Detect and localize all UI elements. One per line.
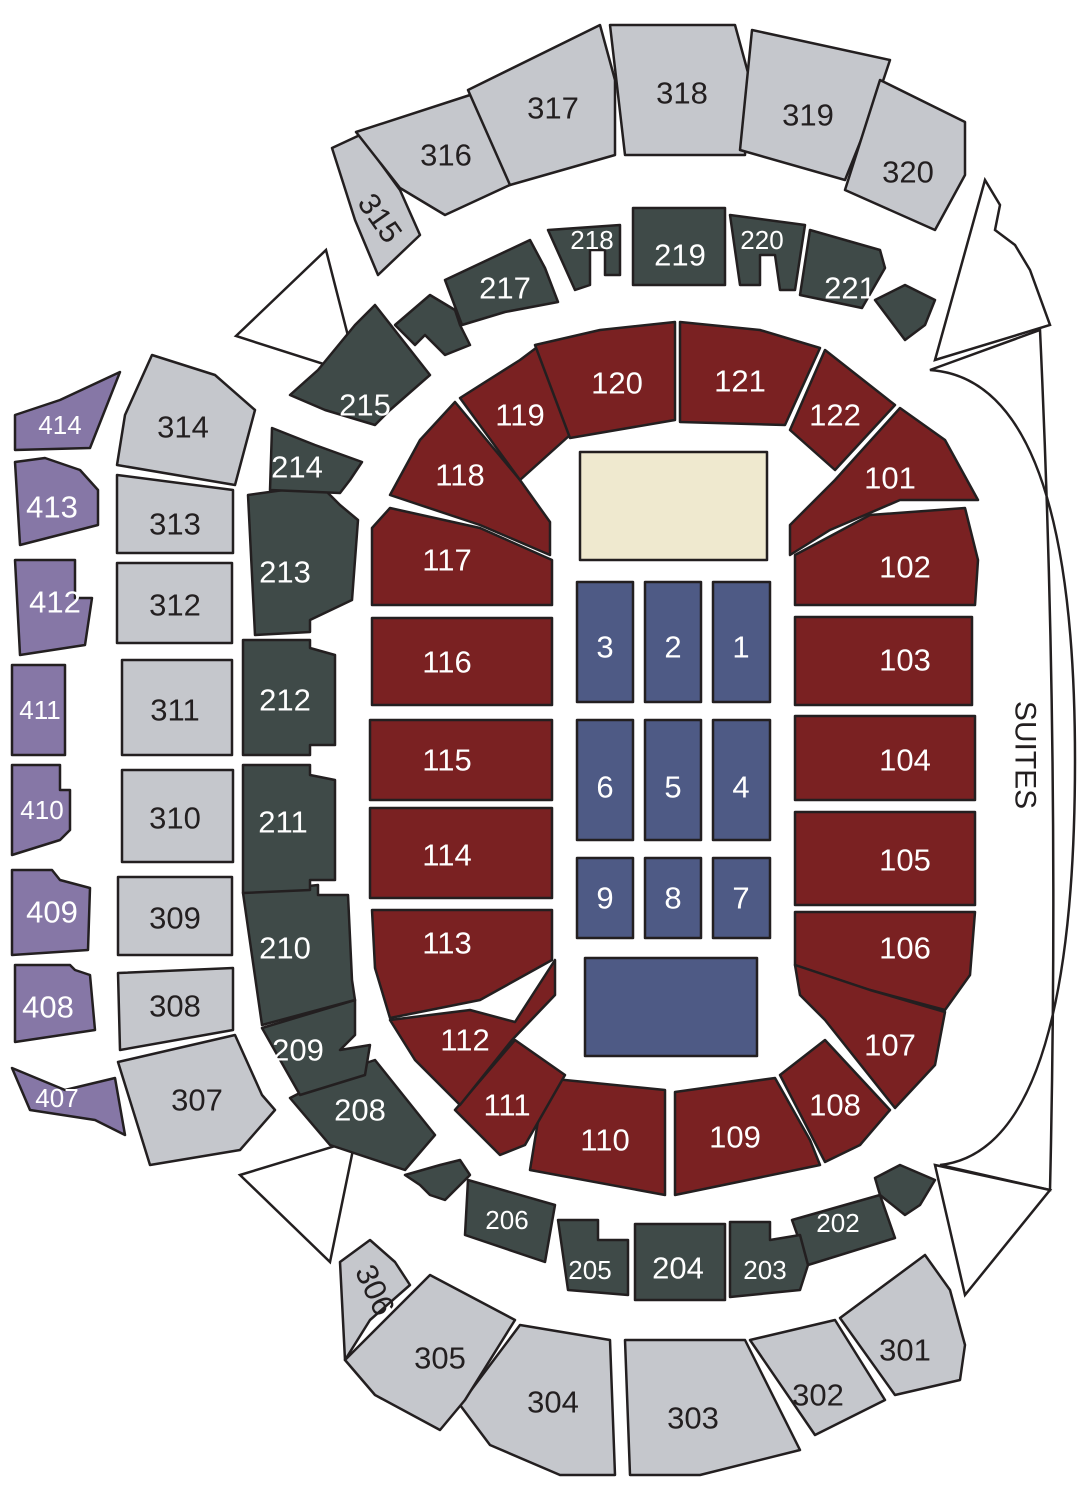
section-102[interactable] (793, 506, 980, 607)
section-407[interactable] (10, 1066, 127, 1137)
section-118[interactable] (388, 400, 552, 557)
section-410[interactable] (10, 763, 72, 857)
section-110[interactable] (528, 1076, 667, 1197)
section-109[interactable] (673, 1076, 822, 1197)
vomitory-bottom-right (933, 1163, 1053, 1298)
section-217[interactable] (443, 238, 560, 327)
section-112[interactable] (388, 958, 557, 1107)
floor-section-3[interactable] (575, 580, 635, 704)
section-117[interactable] (370, 506, 554, 607)
section-308[interactable] (116, 966, 235, 1052)
section-206[interactable] (463, 1178, 557, 1264)
section-314[interactable] (115, 353, 257, 487)
section-320[interactable] (843, 78, 967, 232)
section-306[interactable] (338, 1238, 412, 1362)
section-205[interactable] (556, 1218, 630, 1297)
section-310[interactable] (120, 768, 235, 864)
section-202[interactable] (790, 1193, 897, 1267)
section-120[interactable] (533, 320, 677, 440)
section-312[interactable] (115, 561, 234, 645)
section-212[interactable] (241, 638, 337, 757)
section-409[interactable] (10, 868, 92, 957)
section-411[interactable] (10, 663, 67, 757)
floor-section-4[interactable] (711, 718, 772, 842)
floor-section-8[interactable] (643, 856, 703, 940)
floor-section-9[interactable] (575, 856, 635, 940)
section-104[interactable] (793, 714, 977, 802)
section-218[interactable] (546, 223, 622, 292)
section-412[interactable] (13, 558, 94, 657)
section-209[interactable] (260, 998, 372, 1097)
floor-general-admission[interactable] (583, 956, 759, 1058)
section-210[interactable] (241, 883, 357, 1027)
section-318[interactable] (608, 23, 752, 157)
vomitory-bottom-left (237, 1138, 357, 1265)
section-408[interactable] (13, 963, 97, 1044)
section-214[interactable] (268, 426, 364, 495)
section-414[interactable] (13, 370, 122, 452)
section-122[interactable] (788, 348, 897, 472)
vomitory-top-left (233, 247, 360, 377)
section-204[interactable] (633, 1222, 727, 1302)
section-105[interactable] (793, 810, 977, 907)
section-116[interactable] (370, 616, 554, 707)
floor-section-2[interactable] (643, 580, 703, 704)
floor-section-6[interactable] (575, 718, 635, 842)
section-219[interactable] (631, 206, 727, 287)
section-113[interactable] (370, 908, 554, 1020)
section-213[interactable] (246, 483, 360, 637)
section-115[interactable] (368, 718, 554, 802)
section-108[interactable] (778, 1038, 892, 1164)
suites-label: SUITES (1009, 701, 1042, 809)
section-302[interactable] (748, 1318, 887, 1437)
section-103[interactable] (793, 615, 974, 707)
section-121[interactable] (678, 320, 822, 427)
section-313[interactable] (115, 473, 235, 555)
section-317[interactable] (466, 23, 617, 187)
floor-section-7[interactable] (711, 856, 772, 940)
section-114[interactable] (368, 806, 554, 900)
vomitory-top-right (933, 176, 1052, 362)
section-203[interactable] (728, 1220, 810, 1299)
section-413[interactable] (13, 456, 100, 547)
floor-section-1[interactable] (711, 580, 772, 704)
section-307[interactable] (116, 1033, 277, 1167)
section-301[interactable] (838, 1253, 967, 1397)
section-303[interactable] (623, 1338, 802, 1477)
stage (578, 450, 769, 562)
floor-section-5[interactable] (643, 718, 703, 842)
club-connector (403, 1158, 472, 1202)
sections-layer: 1234567891011021031041051061071081091101… (10, 23, 980, 1477)
suites-area (929, 328, 1077, 1192)
club-connector (393, 293, 472, 357)
section-211[interactable] (241, 763, 337, 895)
section-311[interactable] (120, 658, 234, 757)
section-107[interactable] (793, 963, 947, 1110)
section-309[interactable] (116, 875, 234, 957)
section-220[interactable] (728, 213, 807, 292)
club-connector (873, 283, 937, 342)
section-221[interactable] (798, 228, 887, 310)
section-101[interactable] (788, 406, 980, 557)
section-215[interactable] (288, 303, 432, 427)
